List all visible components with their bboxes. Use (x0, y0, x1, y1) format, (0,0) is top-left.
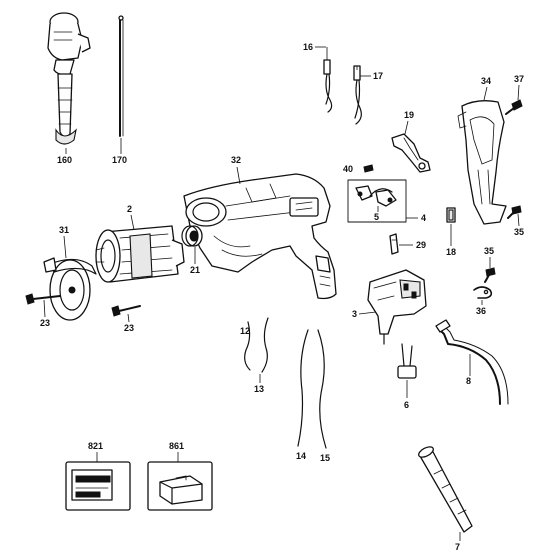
label-31: 31 (59, 225, 69, 235)
label-861: 861 (169, 441, 184, 451)
label-2: 2 (127, 204, 132, 214)
part-160-side-handle (47, 12, 91, 145)
label-170: 170 (112, 155, 127, 165)
label-17: 17 (373, 71, 383, 81)
label-23-left: 23 (40, 318, 50, 328)
part-15-wire (317, 329, 327, 449)
part-8-power-cord (435, 319, 509, 405)
label-19: 19 (404, 110, 414, 120)
label-821: 821 (88, 441, 103, 451)
label-8: 8 (466, 376, 471, 386)
label-23-right: 23 (124, 323, 134, 333)
part-170-depth-rod (118, 15, 124, 137)
label-40: 40 (343, 164, 353, 174)
part-12-wire (244, 321, 251, 371)
part-861-carry-case (147, 461, 213, 511)
label-35-lower: 35 (484, 246, 494, 256)
part-23-screw-right (111, 305, 141, 317)
part-4-switch-box (347, 179, 418, 223)
part-29-connector (389, 233, 399, 255)
label-6: 6 (404, 400, 409, 410)
label-35-upper: 35 (514, 227, 524, 237)
part-13-wire (261, 317, 269, 373)
part-2-armature (95, 225, 185, 283)
part-14-wire (297, 329, 309, 447)
label-14: 14 (296, 451, 306, 461)
label-7: 7 (455, 542, 460, 552)
part-7-cord-guard (418, 446, 473, 533)
label-32: 32 (231, 155, 241, 165)
part-21-bearing (181, 225, 203, 247)
label-37: 37 (514, 74, 524, 84)
part-37-screw (505, 99, 523, 115)
part-35-screw-lower (484, 267, 496, 283)
part-17-brush (353, 65, 362, 125)
label-4: 4 (421, 213, 426, 223)
label-21: 21 (190, 265, 200, 275)
label-12: 12 (240, 326, 250, 336)
label-13: 13 (254, 384, 264, 394)
part-23-screw-left (25, 293, 61, 305)
label-16: 16 (303, 42, 313, 52)
part-19-lever (391, 133, 431, 173)
part-34-handle-half (457, 100, 507, 225)
part-18-block (446, 207, 456, 223)
label-36: 36 (476, 306, 486, 316)
part-40-screw (363, 164, 374, 173)
part-821-label (65, 461, 131, 511)
part-3-switch (367, 269, 427, 345)
label-3: 3 (352, 309, 357, 319)
part-16-brush (323, 47, 333, 113)
label-160: 160 (57, 155, 72, 165)
label-18: 18 (446, 247, 456, 257)
label-34: 34 (481, 76, 491, 86)
part-32-housing (183, 173, 337, 300)
part-31-baffle (43, 257, 97, 321)
label-15: 15 (320, 453, 330, 463)
part-36-clip (473, 286, 493, 299)
label-5: 5 (374, 212, 379, 222)
label-29: 29 (416, 240, 426, 250)
part-35-screw-upper (507, 205, 522, 219)
part-6-capacitor (397, 343, 417, 379)
